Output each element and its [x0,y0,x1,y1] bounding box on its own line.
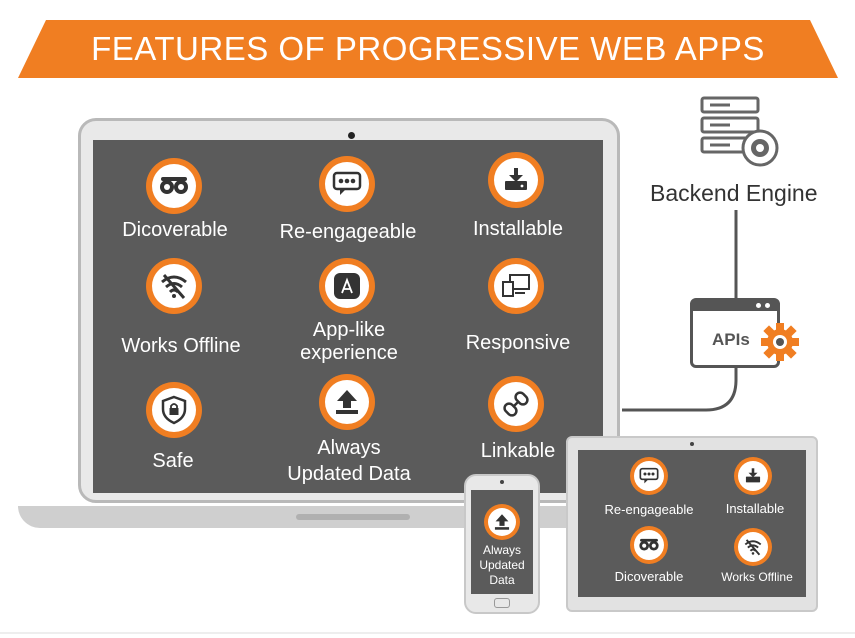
feature-label-discoverable: Dicoverable [122,219,228,241]
window-dot-icon [765,303,770,308]
feature-label-linkable: Linkable [480,440,556,462]
apis-window-titlebar [693,301,777,311]
tablet-label-re-engageable: Re-engageable [604,502,694,517]
message-bubble-icon [319,156,375,212]
server-gear-icon [700,96,779,167]
tablet-label-installable: Installable [725,501,785,516]
title-banner [18,20,838,78]
laptop-trackpad-notch [296,514,410,520]
phone-home-button [494,598,510,608]
app-store-icon [319,258,375,314]
download-tray-icon [734,457,772,495]
laptop-camera [348,132,355,139]
title-banner-wrap: FEATURES OF PROGRESSIVE WEB APPS [18,20,838,78]
upload-icon [484,504,520,540]
phone-label-line2: Updated [479,558,525,572]
feature-label-app-like-2: experience [300,342,398,364]
feature-label-always-1: Always [317,437,381,459]
phone-label-line3: Data [489,573,515,587]
feature-label-works-offline: Works Offline [121,335,241,357]
owl-eyes-icon [630,526,668,564]
phone-camera [500,480,504,484]
feature-label-app-like-1: App-like [312,319,386,341]
devices-icon [488,258,544,314]
tablet-camera [690,442,694,446]
shield-lock-icon [146,382,202,438]
feature-label-re-engageable: Re-engageable [279,221,417,243]
feature-label-responsive: Responsive [465,332,571,354]
upload-icon [319,374,375,430]
feature-label-safe: Safe [152,450,194,472]
tablet-label-discoverable: Dicoverable [614,569,684,584]
feature-label-always-2: Updated Data [287,463,411,485]
bottom-divider [0,632,855,634]
apis-label: APIs [712,330,750,349]
link-icon [488,376,544,432]
connector-lines [622,210,738,412]
message-bubble-icon [630,457,668,495]
wifi-off-icon [146,258,202,314]
gear-icon [761,323,799,361]
wifi-off-icon [734,528,772,566]
owl-eyes-icon [146,158,202,214]
window-dot-icon [756,303,761,308]
download-tray-icon [488,152,544,208]
phone-label-line1: Always [482,543,521,557]
tablet-label-works-offline: Works Offline [721,570,793,584]
page-title: FEATURES OF PROGRESSIVE WEB APPS [91,30,765,67]
backend-engine-label: Backend Engine [650,180,818,206]
feature-label-installable: Installable [472,218,564,240]
